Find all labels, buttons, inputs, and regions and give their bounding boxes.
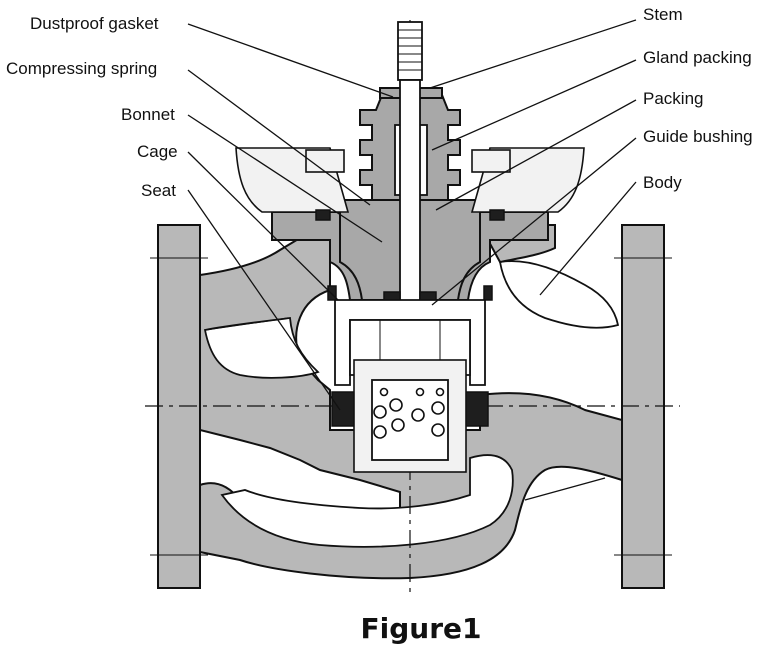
label-stem: Stem [643,5,683,24]
label-bonnet: Bonnet [121,105,175,124]
label-compressing-spring: Compressing spring [6,59,157,78]
label-seat: Seat [141,181,176,200]
leader-lines [187,19,637,501]
label-cage: Cage [137,142,178,161]
flange-bolt-marks [150,257,672,556]
label-packing: Packing [643,89,703,108]
label-guide-bushing: Guide bushing [643,127,753,146]
valve-plug [353,359,467,473]
label-gland-packing: Gland packing [643,48,752,67]
label-body: Body [643,173,682,192]
label-dustproof-gasket: Dustproof gasket [30,14,159,33]
figure-caption: Figure1 [361,612,482,645]
bonnet-flange-cover [235,147,585,221]
